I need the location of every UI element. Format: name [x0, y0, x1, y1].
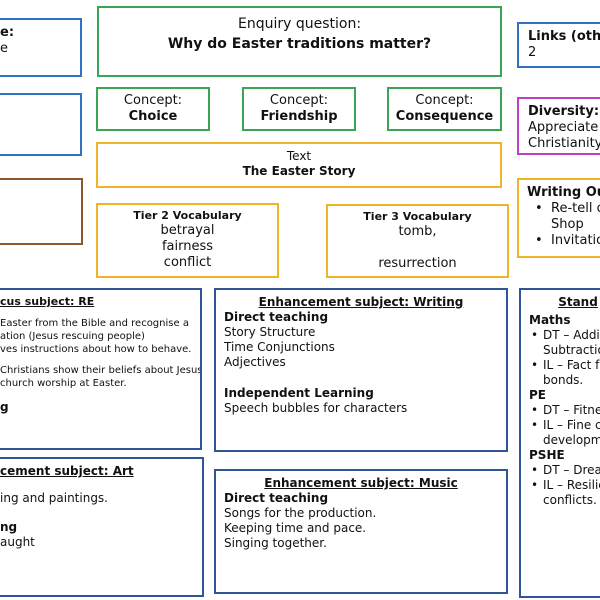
art-line: ing and paintings. [0, 491, 108, 505]
concept-label: Concept: [415, 93, 474, 108]
music-item: Keeping time and pace. [224, 521, 367, 535]
focus-re-line: church worship at Easter. [0, 378, 127, 389]
diversity-line: Christianity. [528, 136, 600, 151]
list-item: IL – Fine c developm [529, 418, 600, 448]
art-heading: ng [0, 520, 18, 534]
writing-direct-heading: Direct teaching [224, 310, 329, 324]
concept-value: Consequence [395, 109, 494, 124]
standalone-line: DT – Addi [543, 328, 600, 342]
tier2-word: fairness [161, 239, 214, 254]
pshe-heading: PSHE [529, 448, 565, 462]
tier3-word: resurrection [378, 256, 457, 271]
standalone-line: DT – Fitne [543, 403, 600, 417]
list-item: DT – Drea [529, 463, 600, 478]
diversity-line: Appreciate [528, 120, 599, 135]
writing-outcomes-box: Writing Outc Re-tell of Shop Invitation [517, 178, 600, 258]
writing-title: Enhancement subject: Writing [258, 295, 464, 309]
left-top-title: e: [0, 25, 15, 40]
text-label: Text [286, 149, 312, 163]
writing-il-heading: Independent Learning [224, 386, 374, 400]
tier2-word: conflict [163, 255, 212, 270]
enquiry-label: Enquiry question: [237, 16, 362, 32]
music-item: Songs for the production. [224, 506, 377, 520]
concept-value: Friendship [260, 109, 338, 124]
concept-label: Concept: [123, 93, 183, 108]
writing-direct-item: Story Structure [224, 325, 316, 339]
standalone-line: developm [543, 433, 600, 447]
art-title: cement subject: Art [0, 464, 134, 478]
music-item: Singing together. [224, 536, 327, 550]
diversity-box: Diversity: Appreciate Christianity. [517, 97, 600, 155]
concept-label: Concept: [269, 93, 329, 108]
left-top-text: e [0, 41, 8, 56]
enquiry-question: Why do Easter traditions matter? [167, 36, 432, 52]
standalone-title: Stand [558, 295, 598, 309]
writing-enhancement-box: Enhancement subject: Writing Direct teac… [214, 288, 508, 452]
writing-outcomes-title: Writing Outc [527, 185, 600, 200]
focus-re-title: cus subject: RE [0, 295, 95, 308]
maths-heading: Maths [529, 313, 571, 327]
links-box: Links (other 2 [517, 22, 600, 68]
music-heading: Direct teaching [224, 491, 329, 505]
list-item: IL – Fact f bonds. [529, 358, 600, 388]
tier3-title: Tier 3 Vocabulary [363, 210, 472, 223]
tier3-vocabulary-box: Tier 3 Vocabulary tomb, resurrection [326, 204, 509, 278]
standalone-line: conflicts. [543, 493, 597, 507]
list-item: DT – Fitne [529, 403, 600, 418]
art-line: aught [0, 535, 35, 549]
standalone-line: bonds. [543, 373, 584, 387]
standalone-line: IL – Resilie [543, 478, 600, 492]
focus-re-heading: g [0, 400, 9, 414]
left-brown-box [0, 178, 83, 245]
focus-re-line: Easter from the Bible and recognise a [0, 318, 189, 329]
left-top-box: e: e [0, 18, 82, 77]
standalone-line: DT – Drea [543, 463, 600, 477]
focus-re-line: ation (Jesus rescuing people) [0, 331, 145, 342]
music-title: Enhancement subject: Music [264, 476, 458, 490]
standalone-box: Stand Maths DT – Addi Subtractio IL – Fa… [519, 288, 600, 598]
links-title: Links (other [528, 29, 600, 44]
focus-re-line: ves instructions about how to behave. [0, 344, 192, 355]
list-item: IL – Resilie conflicts. [529, 478, 600, 508]
standalone-line: IL – Fact f [543, 358, 600, 372]
enquiry-question-box: Enquiry question: Why do Easter traditio… [97, 6, 502, 77]
text-value: The Easter Story [242, 164, 356, 178]
links-text: 2 [528, 45, 537, 60]
diversity-title: Diversity: [528, 104, 600, 119]
list-item: Invitation [527, 233, 600, 249]
concept-value: Choice [128, 109, 178, 124]
standalone-line: Subtractio [543, 343, 600, 357]
outcome-line: Shop [551, 217, 584, 232]
pe-heading: PE [529, 388, 546, 402]
tier2-title: Tier 2 Vocabulary [133, 209, 242, 222]
tier3-word [328, 240, 507, 256]
concept-box-consequence: Concept: Consequence [387, 87, 502, 131]
tier2-word: betrayal [160, 223, 215, 238]
focus-re-box: cus subject: RE Easter from the Bible an… [0, 288, 202, 450]
writing-direct-item: Time Conjunctions [224, 340, 335, 354]
writing-il-item: Speech bubbles for characters [224, 401, 408, 415]
tier3-word: tomb, [398, 224, 437, 239]
outcome-line: Re-tell of [551, 201, 600, 216]
music-enhancement-box: Enhancement subject: Music Direct teachi… [214, 469, 508, 594]
focus-re-line: Christians show their beliefs about Jesu… [0, 365, 202, 376]
standalone-line: IL – Fine c [543, 418, 600, 432]
concept-box-friendship: Concept: Friendship [242, 87, 356, 131]
art-enhancement-box: cement subject: Art ing and paintings. n… [0, 457, 204, 597]
text-box: Text The Easter Story [96, 142, 502, 188]
left-mid-box [0, 93, 82, 156]
writing-direct-item: Adjectives [224, 355, 286, 369]
list-item: DT – Addi Subtractio [529, 328, 600, 358]
tier2-vocabulary-box: Tier 2 Vocabulary betrayal fairness conf… [96, 203, 279, 278]
concept-box-choice: Concept: Choice [96, 87, 210, 131]
list-item: Re-tell of Shop [527, 201, 600, 233]
outcome-line: Invitation [551, 233, 600, 248]
